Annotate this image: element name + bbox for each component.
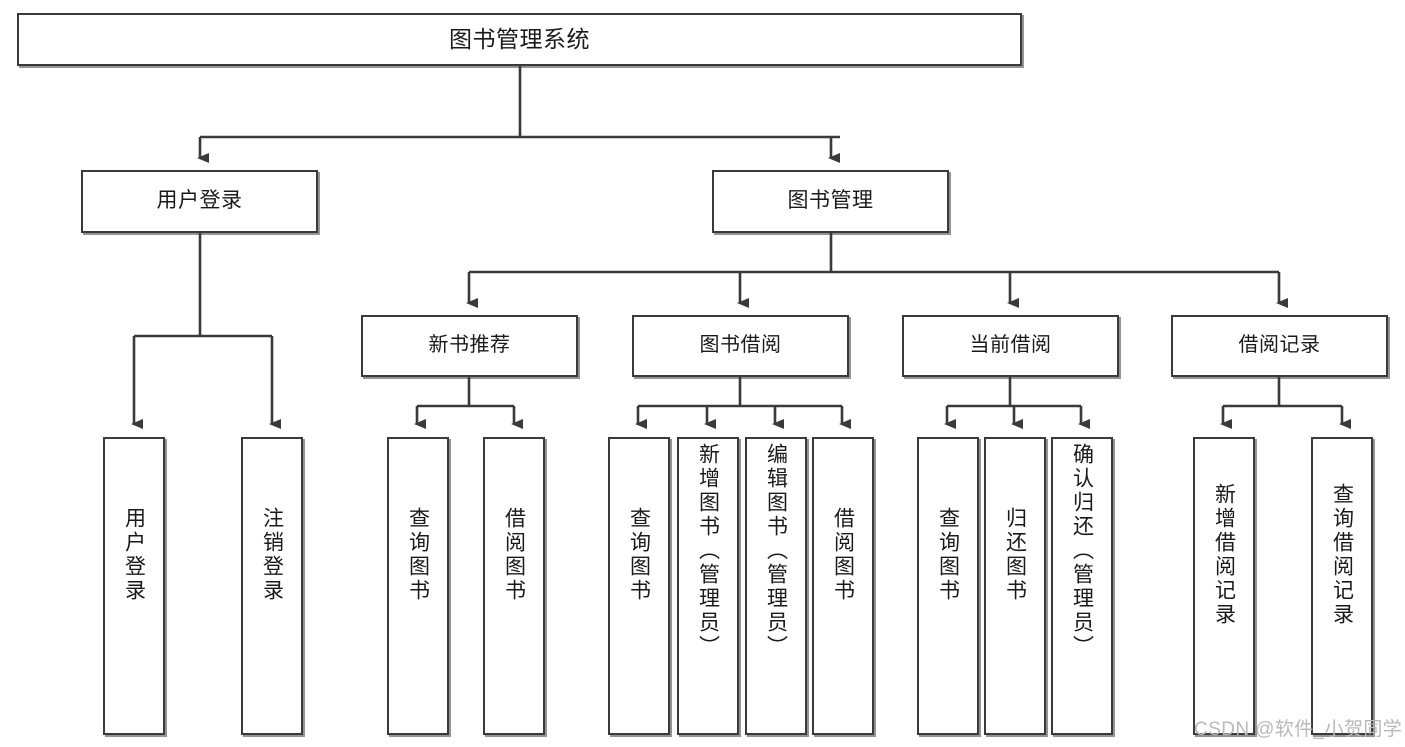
- node-label: 当前借阅: [969, 334, 1052, 357]
- node-label: 新增图书（管理员）: [696, 443, 720, 659]
- node-group-new-book-recommend[interactable]: 新书推荐: [361, 315, 578, 377]
- node-leaf-edit-book-admin[interactable]: 编辑图书（管理员）: [745, 437, 807, 735]
- node-leaf-borrow-book[interactable]: 借阅图书: [812, 437, 874, 735]
- node-label: 借阅图书: [831, 507, 855, 603]
- node-label: 编辑图书（管理员）: [764, 443, 788, 659]
- node-label: 归还图书: [1003, 507, 1027, 603]
- node-label: 借阅图书: [502, 507, 526, 603]
- node-label: 确认归还（管理员）: [1070, 443, 1094, 659]
- node-leaf-return-book[interactable]: 归还图书: [984, 437, 1046, 735]
- node-group-borrow-record[interactable]: 借阅记录: [1171, 315, 1388, 377]
- node-leaf-borrow-book-recommend[interactable]: 借阅图书: [483, 437, 545, 735]
- node-label: 图书借阅: [699, 334, 782, 357]
- node-label: 查询图书: [936, 507, 960, 603]
- node-leaf-user-login[interactable]: 用户登录: [103, 437, 165, 735]
- node-leaf-add-borrow-record[interactable]: 新增借阅记录: [1193, 437, 1255, 735]
- node-label: 注销登录: [260, 507, 284, 603]
- node-label: 用户登录: [122, 507, 146, 603]
- node-label: 借阅记录: [1238, 334, 1321, 357]
- node-group-book-borrow[interactable]: 图书借阅: [632, 315, 849, 377]
- node-leaf-confirm-return-admin[interactable]: 确认归还（管理员）: [1051, 437, 1113, 735]
- node-label: 新增借阅记录: [1212, 483, 1236, 627]
- node-label: 用户登录: [156, 189, 243, 213]
- node-group-current-borrow[interactable]: 当前借阅: [902, 315, 1119, 377]
- node-leaf-add-book-admin[interactable]: 新增图书（管理员）: [677, 437, 739, 735]
- node-leaf-logout[interactable]: 注销登录: [241, 437, 303, 735]
- node-label: 图书管理: [787, 189, 874, 213]
- node-label: 查询图书: [406, 507, 430, 603]
- node-leaf-query-book-recommend[interactable]: 查询图书: [387, 437, 449, 735]
- node-leaf-query-book-borrow[interactable]: 查询图书: [608, 437, 670, 735]
- node-leaf-query-borrow-record[interactable]: 查询借阅记录: [1311, 437, 1373, 735]
- node-leaf-query-book-current[interactable]: 查询图书: [917, 437, 979, 735]
- node-label: 查询借阅记录: [1330, 483, 1354, 627]
- node-label: 查询图书: [627, 507, 651, 603]
- node-label: 新书推荐: [428, 334, 511, 357]
- node-user-login[interactable]: 用户登录: [81, 170, 318, 233]
- node-label: 图书管理系统: [449, 25, 590, 52]
- node-root-book-management-system[interactable]: 图书管理系统: [17, 13, 1022, 66]
- node-book-management[interactable]: 图书管理: [712, 170, 949, 233]
